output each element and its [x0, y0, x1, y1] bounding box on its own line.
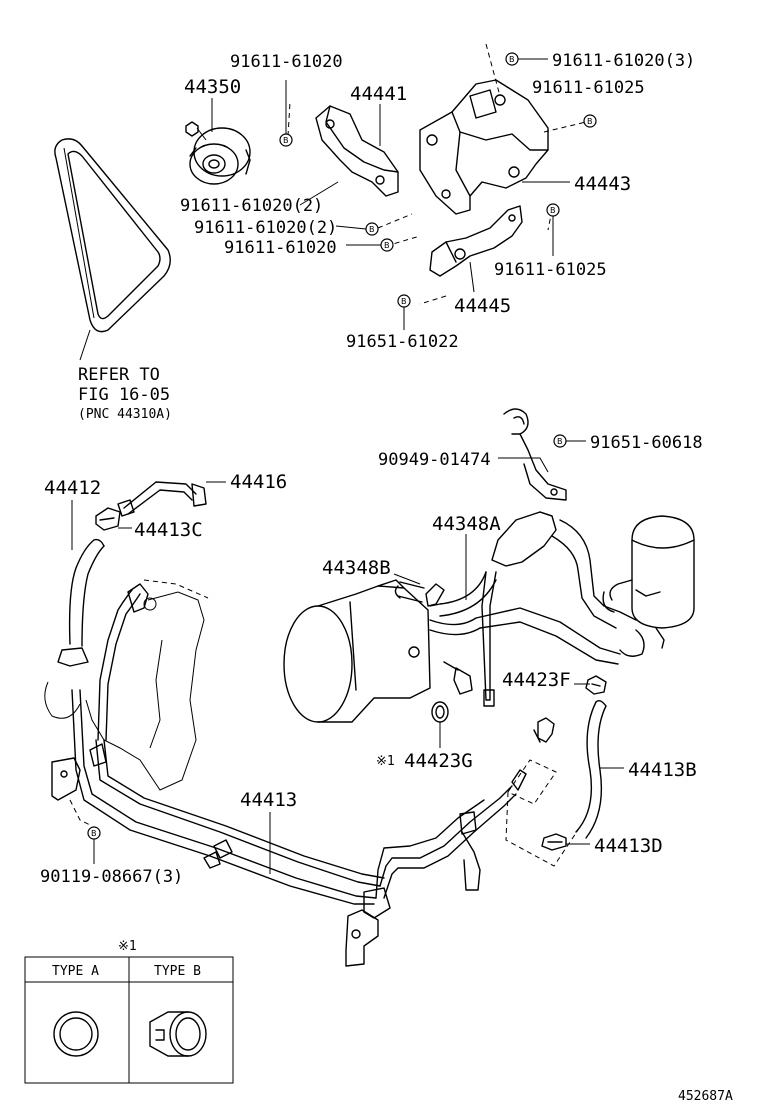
- hose-44412[interactable]: [57, 538, 105, 667]
- type-b-clamp: [149, 1011, 207, 1057]
- svg-text:B: B: [509, 55, 515, 64]
- pipe-bracket-left[interactable]: [51, 757, 81, 801]
- label-91611-61020-top: 91611-61020: [230, 52, 343, 72]
- bolt-symbol: B: [583, 114, 597, 128]
- bolt-symbol: B: [380, 238, 394, 252]
- label-44423F: 44423F: [502, 669, 571, 691]
- bracket-90949[interactable]: [503, 408, 567, 501]
- bracket-44445[interactable]: [429, 205, 523, 277]
- hose-clip[interactable]: [443, 661, 495, 707]
- bolt-symbol: B: [279, 133, 293, 147]
- type-a-clamp: [53, 1011, 99, 1057]
- label-44350: 44350: [184, 76, 241, 98]
- clamp-44413D[interactable]: [541, 833, 567, 851]
- label-91611-61020-2b: 91611-61020(2): [194, 218, 337, 238]
- type-table: ※1 TYPE A TYPE B: [24, 939, 234, 1084]
- svg-text:B: B: [550, 206, 556, 215]
- bolt-symbol: B: [505, 52, 519, 66]
- bolt-symbol: B: [365, 222, 379, 236]
- label-44348A: 44348A: [432, 513, 501, 535]
- label-fig-16-05: FIG 16-05: [78, 385, 170, 405]
- label-91651-60618: 91651-60618: [590, 433, 703, 453]
- label-44413B: 44413B: [628, 759, 697, 781]
- label-44413C: 44413C: [134, 519, 203, 541]
- svg-text:B: B: [91, 829, 97, 838]
- hose-44413B[interactable]: [575, 699, 607, 839]
- label-91651-61022: 91651-61022: [346, 332, 459, 352]
- label-44413: 44413: [240, 789, 297, 811]
- svg-text:B: B: [369, 225, 375, 234]
- pump-body[interactable]: [283, 579, 431, 723]
- bolt-symbol: B: [553, 434, 567, 448]
- svg-text:B: B: [587, 117, 593, 126]
- pipe-44413[interactable]: [71, 689, 527, 919]
- bracket-44443[interactable]: [419, 79, 549, 215]
- label-44413D: 44413D: [594, 835, 663, 857]
- label-refer-to: REFER TO: [78, 365, 160, 385]
- label-90119-08667-3: 90119-08667(3): [40, 867, 183, 887]
- label-90949-01474: 90949-01474: [378, 450, 491, 470]
- clamp-44423F[interactable]: [585, 675, 607, 695]
- label-44443: 44443: [574, 173, 631, 195]
- type-a-header: TYPE A: [52, 964, 99, 979]
- label-91611-61025-mid: 91611-61025: [494, 260, 607, 280]
- svg-text:B: B: [557, 437, 563, 446]
- label-91611-61025-top: 91611-61025: [532, 78, 645, 98]
- fitting-44348B[interactable]: [394, 581, 445, 607]
- bolt-symbol: B: [397, 294, 411, 308]
- bolt-symbol: B: [87, 826, 101, 840]
- v-belt[interactable]: [54, 138, 171, 333]
- pipe-44416[interactable]: [117, 481, 207, 517]
- label-44348B: 44348B: [322, 557, 391, 579]
- label-pnc-44310a: (PNC 44310A): [78, 407, 172, 422]
- label-44412: 44412: [44, 477, 101, 499]
- bracket-44441[interactable]: [315, 105, 399, 197]
- pipe-bracket-lower[interactable]: [345, 831, 481, 967]
- idler-pulley[interactable]: [185, 121, 251, 185]
- type-b-header: TYPE B: [154, 964, 201, 979]
- clamp-44413C[interactable]: [95, 507, 121, 531]
- union-fitting[interactable]: [533, 717, 555, 743]
- label-91611-61020-3: 91611-61020(3): [552, 51, 695, 71]
- clamp-44423G[interactable]: [431, 701, 449, 723]
- label-note-mark: ※1: [376, 754, 395, 769]
- label-91611-61020-mid: 91611-61020: [224, 238, 337, 258]
- bolt-symbol: B: [546, 203, 560, 217]
- table-note-mark: ※1: [118, 939, 137, 954]
- label-44445: 44445: [454, 295, 511, 317]
- svg-text:B: B: [401, 297, 407, 306]
- figure-id: 452687A: [678, 1089, 733, 1104]
- reservoir-tank[interactable]: [631, 515, 695, 629]
- svg-text:B: B: [384, 241, 390, 250]
- svg-text:B: B: [283, 136, 289, 145]
- label-44416: 44416: [230, 471, 287, 493]
- label-44423G: 44423G: [404, 750, 473, 772]
- label-44441: 44441: [350, 83, 407, 105]
- label-91611-61020-2a: 91611-61020(2): [180, 196, 323, 216]
